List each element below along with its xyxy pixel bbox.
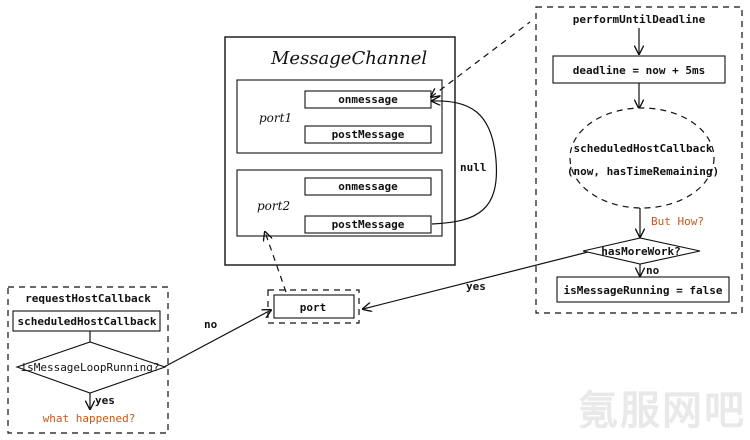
request-panel-title: requestHostCallback [25,292,151,305]
request-panel [7,286,169,434]
scheduled-text: scheduledHostCallback [17,315,156,328]
port2-onmessage-text: onmessage [338,180,398,193]
deadline-no-label: no [646,264,660,277]
callback-line2: (now, hasTimeRemaining) [567,165,719,178]
port2-postmessage-text: postMessage [332,218,405,231]
deadline-panel-title: performUntilDeadline [573,13,706,26]
is-message-running-text: isMessageRunning = false [564,284,723,297]
port1-onmessage-text: onmessage [338,93,398,106]
is-loop-running-text: isMessageLoopRunning? [20,361,159,374]
has-more-work-diamond [582,237,701,265]
scheduled-callback-ellipse [569,107,715,209]
no-to-port-arrow [163,310,271,368]
null-label: null [460,161,487,174]
port-box [273,294,355,319]
deadline-box [552,55,726,84]
port2-label: port2 [257,199,290,213]
is-message-running-box [556,276,730,303]
watermark: 氪服网吧 [578,388,746,434]
onmessage-to-deadline-arrow [431,21,531,97]
scheduled-box [12,310,161,332]
deadline-panel [535,6,743,314]
deadline-text: deadline = now + 5ms [573,64,705,77]
but-how-label: But How? [651,215,704,228]
port1-postmessage-box [304,125,432,144]
port2-postmessage-box [304,215,432,234]
request-no-label: no [204,318,218,331]
has-more-work-text: hasMoreWork? [601,245,680,258]
yes-to-port-arrow [363,251,589,309]
port2-onmessage-box [304,177,432,196]
message-channel-title: MessageChannel [270,48,427,69]
port-label: port [300,301,327,314]
null-arrow [432,101,498,225]
request-yes-label: yes [95,394,115,407]
port1-postmessage-text: postMessage [332,128,405,141]
port1-label: port1 [259,111,292,125]
yes-label: yes [466,280,486,293]
what-happened-label: what happened? [43,412,136,425]
callback-line1: scheduledHostCallback [573,142,712,155]
